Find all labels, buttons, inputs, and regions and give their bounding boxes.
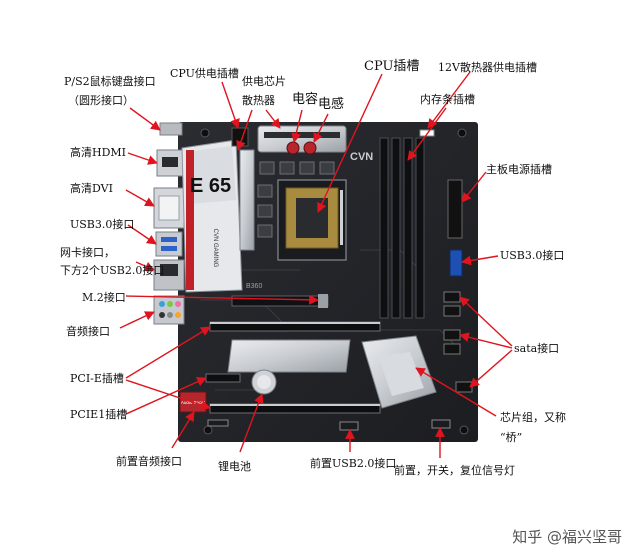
brand-text: CVN <box>350 151 373 163</box>
arrow-board-power <box>461 171 487 203</box>
arrow-cpu-power <box>221 81 240 129</box>
cpu-socket <box>277 179 347 261</box>
arrow-sata-1 <box>459 296 513 347</box>
arrow-fan-12v <box>427 71 471 129</box>
usb3-port-left <box>155 231 183 257</box>
label-inductor: 电感 <box>318 97 345 112</box>
arrow-pcie-1 <box>125 326 211 379</box>
label-front-audio: 前置音频接口 <box>116 455 182 468</box>
vrm-heatsink-side <box>239 149 255 251</box>
inductors <box>257 161 335 238</box>
audio-jacks <box>153 295 185 325</box>
label-battery: 锂电池 <box>218 460 251 473</box>
b360-text: B360 <box>246 283 262 290</box>
arrow-dvi <box>125 189 155 207</box>
bottom-headers <box>207 419 451 431</box>
label-lan-1: 网卡接口， <box>60 246 115 259</box>
cmos-battery <box>251 369 277 395</box>
arrow-sata-2 <box>459 332 513 349</box>
label-memory-slot: 内存条插槽 <box>420 93 475 106</box>
label-lan-2: 下方2个USB2.0接口 <box>60 264 165 277</box>
label-chipset-1: 芯片组，又称 <box>500 411 566 424</box>
label-cpu-power: CPU供电插槽 <box>170 67 239 80</box>
pcie-x16-slot <box>209 321 381 332</box>
m2-shield <box>227 339 351 373</box>
atx-power-connector <box>447 179 463 239</box>
arrow-pcie1 <box>125 377 207 415</box>
label-hdmi: 高清HDMI <box>70 146 127 159</box>
sata-ports <box>443 291 473 393</box>
arrow-usb3-right <box>461 255 499 266</box>
label-fan-12v: 12V散热器供电插槽 <box>438 61 537 74</box>
arrow-sata-3 <box>469 349 513 388</box>
chipset-heatsink <box>361 335 437 409</box>
label-pcie1-slot: PCIE1插槽 <box>70 408 128 421</box>
watermark: 知乎 @福兴坚哥 <box>512 528 622 546</box>
arrow-front-audio <box>171 411 195 449</box>
label-board-power: 主板电源插槽 <box>486 163 552 176</box>
vrm-heatsink-top <box>257 125 347 153</box>
logo-text: E 65 <box>190 175 231 197</box>
arrow-memory <box>407 107 447 161</box>
label-pcie-slot: PCI-E插槽 <box>70 372 124 385</box>
arrow-pcie-2 <box>125 379 211 410</box>
m2-slot <box>231 294 329 308</box>
label-front-panel: 前置，开关，复位信号灯 <box>394 464 515 477</box>
arrow-chip-side <box>236 109 253 151</box>
arrow-heatsink <box>265 109 281 129</box>
memory-slots <box>379 137 425 319</box>
annotation-arrows <box>119 71 513 458</box>
ps2-port <box>159 122 183 136</box>
arrow-capacitor <box>291 109 303 143</box>
arrow-inductor <box>313 113 329 143</box>
io-shroud: E 65 CVN GAMING <box>181 139 243 293</box>
pcie-x1-slot <box>205 373 241 383</box>
arrow-audio <box>119 311 155 329</box>
label-usb3-left: USB3.0接口 <box>70 218 135 231</box>
rear-io <box>153 122 185 325</box>
arrow-ps2 <box>129 107 161 131</box>
label-capacitor: 电容 <box>292 92 319 107</box>
arrow-battery <box>239 393 264 453</box>
pcie-x16-slot-lower <box>209 403 381 414</box>
arrow-cpu-socket <box>317 73 383 213</box>
capacitors <box>286 141 317 155</box>
label-chip-heatsink-1: 供电芯片 <box>242 75 286 88</box>
arrow-lan <box>135 261 155 271</box>
label-chip-heatsink-2: 散热器 <box>242 94 275 107</box>
pcb-traces <box>200 249 461 391</box>
label-front-usb2: 前置USB2.0接口 <box>310 457 397 470</box>
arrow-m2 <box>125 294 319 305</box>
label-usb3-right: USB3.0接口 <box>500 249 565 262</box>
label-cpu-socket: CPU插槽 <box>364 59 420 74</box>
brand-sub-text: CVN GAMING <box>212 229 218 268</box>
arrow-usb3-left <box>127 224 157 245</box>
label-chipset-2: “桥” <box>500 431 523 444</box>
arrow-hdmi <box>127 152 158 165</box>
label-ps2-sub: （圆形接口） <box>68 94 134 107</box>
arrow-chipset <box>415 367 497 417</box>
usb3-header-right <box>449 249 463 277</box>
label-m2: M.2接口 <box>82 291 126 304</box>
label-audio: 音频接口 <box>66 325 110 338</box>
label-dvi: 高清DVI <box>70 182 113 195</box>
label-ps2: P/S2鼠标键盘接口 <box>64 75 156 88</box>
label-sata: sata接口 <box>514 342 560 355</box>
